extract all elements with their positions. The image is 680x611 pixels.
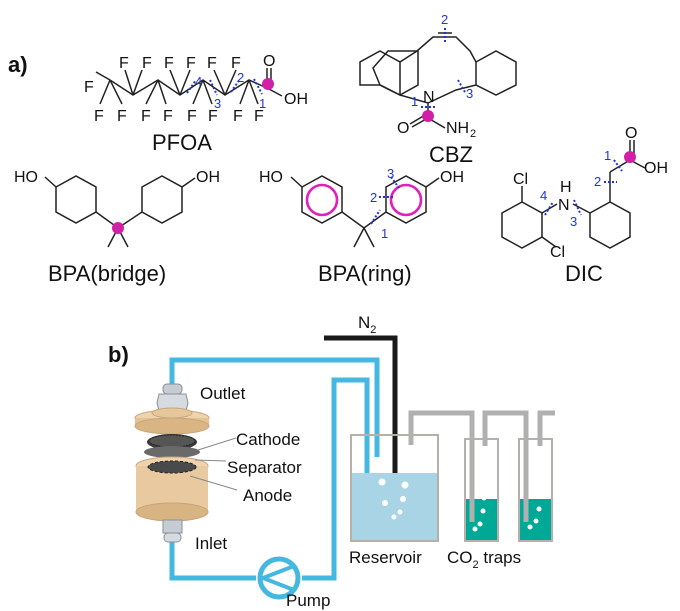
inlet-tube — [169, 542, 256, 581]
molecule-bpa-bridge: HO OH BPA(bridge) — [14, 169, 220, 286]
svg-text:F: F — [141, 108, 151, 125]
molecule-name: BPA(ring) — [318, 261, 412, 286]
return-tube — [302, 377, 370, 581]
panel-a-label: a) — [8, 52, 28, 77]
svg-text:1: 1 — [381, 226, 388, 241]
svg-text:F: F — [94, 108, 104, 125]
trap-1-vessel — [464, 438, 499, 542]
svg-text:3: 3 — [466, 86, 473, 101]
svg-text:F: F — [231, 55, 241, 72]
svg-text:N: N — [558, 197, 570, 214]
svg-text:HO: HO — [14, 169, 38, 186]
molecule-name: BPA(bridge) — [48, 261, 166, 286]
svg-text:O: O — [263, 53, 275, 70]
callout-lines — [189, 437, 238, 491]
svg-text:OH: OH — [196, 169, 220, 186]
reservoir-label: Reservoir — [349, 548, 422, 567]
svg-text:4: 4 — [540, 188, 547, 203]
gas-bubbles — [378, 478, 409, 520]
svg-text:2: 2 — [237, 70, 244, 85]
molecule-bpa-ring: 1 2 3 HO OH BPA(ring) — [259, 166, 464, 286]
pump-label: Pump — [286, 591, 330, 610]
svg-text:3: 3 — [214, 96, 221, 111]
svg-text:H: H — [560, 179, 572, 196]
svg-text:1: 1 — [411, 94, 418, 109]
molecule-cbz: N O NH 2 2 1 3 CBZ — [359, 12, 517, 167]
svg-text:Cl: Cl — [513, 171, 528, 188]
molecule-name: DIC — [565, 261, 603, 286]
panel-b-label: b) — [108, 342, 129, 367]
reservoir-vessel — [350, 434, 439, 542]
svg-text:2: 2 — [370, 190, 377, 205]
svg-text:O: O — [625, 125, 637, 142]
svg-text:F: F — [163, 108, 173, 125]
exhaust-tube-2 — [482, 410, 529, 522]
trap-2-vessel — [518, 438, 553, 542]
svg-text:F: F — [187, 108, 197, 125]
svg-text:3: 3 — [570, 214, 577, 229]
reservoir-liquid — [351, 473, 438, 541]
pump-icon — [257, 556, 301, 600]
svg-text:F: F — [117, 108, 127, 125]
molecule-name: PFOA — [152, 130, 212, 155]
cathode-label: Cathode — [236, 430, 300, 449]
svg-text:F: F — [142, 55, 152, 72]
svg-text:3: 3 — [387, 166, 394, 181]
svg-text:OH: OH — [284, 91, 308, 108]
pfoa-backbone — [109, 79, 268, 96]
molecule-dic: 4 3 2 1 Cl Cl H N O OH DIC — [501, 125, 668, 286]
svg-text:F: F — [84, 79, 94, 96]
flow-cell — [134, 383, 210, 543]
svg-text:F: F — [208, 108, 218, 125]
svg-text:Cl: Cl — [550, 244, 565, 261]
exhaust-tube-1 — [408, 410, 475, 522]
molecule-name: CBZ — [429, 142, 473, 167]
svg-text:F: F — [119, 55, 129, 72]
exhaust-tube-3 — [537, 410, 555, 446]
svg-text:4: 4 — [195, 74, 202, 89]
svg-text:F: F — [207, 55, 217, 72]
svg-text:2: 2 — [441, 12, 448, 27]
svg-text:2: 2 — [470, 128, 476, 140]
attack-ring-marker — [389, 183, 423, 217]
svg-text:1: 1 — [259, 96, 266, 111]
svg-text:1: 1 — [604, 148, 611, 163]
svg-text:F: F — [233, 108, 243, 125]
n2-gas-line — [324, 335, 398, 512]
attack-ring-marker — [305, 183, 339, 217]
svg-text:O: O — [397, 120, 409, 137]
outlet-tube — [169, 357, 380, 457]
svg-text:F: F — [186, 55, 196, 72]
svg-text:2: 2 — [594, 174, 601, 189]
molecule-pfoa: F F F F F F F F F F F F F F F O OH 4 3 2… — [84, 53, 308, 155]
svg-text:N: N — [423, 89, 435, 106]
svg-text:OH: OH — [440, 169, 464, 186]
svg-text:OH: OH — [644, 160, 668, 177]
anode-label: Anode — [243, 486, 292, 505]
n2-label: N2 — [358, 313, 376, 336]
separator-label: Separator — [227, 458, 302, 477]
svg-text:NH: NH — [446, 120, 469, 137]
svg-text:F: F — [164, 55, 174, 72]
inlet-label: Inlet — [195, 534, 227, 553]
attack-site-marker — [262, 78, 274, 90]
co2-traps-label: CO2 traps — [447, 548, 521, 571]
outlet-label: Outlet — [200, 384, 246, 403]
svg-text:F: F — [254, 108, 264, 125]
svg-text:HO: HO — [259, 169, 283, 186]
